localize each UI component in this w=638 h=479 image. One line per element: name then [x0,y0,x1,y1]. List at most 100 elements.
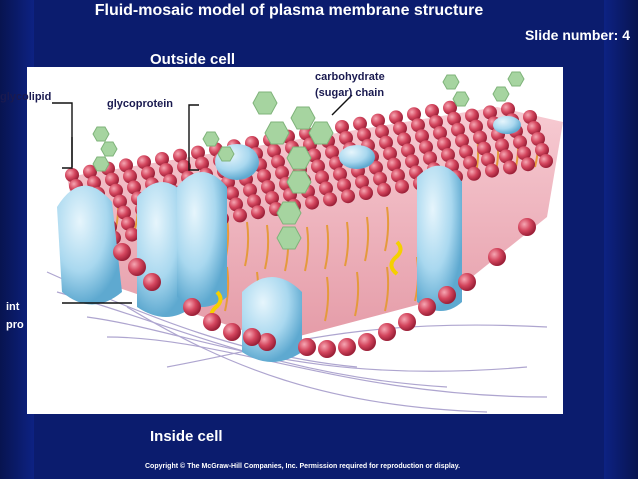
inner-phospholipid-head [223,323,241,341]
phospholipid-head [441,148,455,162]
phospholipid-head [433,126,447,140]
slide-title: Fluid-mosaic model of plasma membrane st… [94,2,484,19]
phospholipid-head [83,164,97,179]
phospholipid-head [119,158,133,173]
phospholipid-head [395,179,409,194]
phospholipid-head [535,143,549,157]
phospholipid-head [137,155,151,170]
phospholipid-head [539,154,553,168]
glycoprotein-label: glycoprotein [107,98,174,110]
phospholipid-head [229,197,243,212]
phospholipid-head [371,113,385,128]
phospholipid-head [247,194,261,209]
membrane-illustration [46,71,563,413]
carbohydrate-label-line2: (sugar) chain [315,87,385,99]
phospholipid-head [397,132,411,147]
phospholipid-head [463,155,477,170]
inner-phospholipid-head [128,258,146,276]
protein-surface-2 [339,145,375,169]
phospholipid-head [355,175,369,189]
phospholipid-head [401,143,415,158]
phospholipid-head [425,104,439,118]
phospholipid-head [415,129,429,144]
phospholipid-head [411,118,425,133]
phospholipid-head [405,154,419,169]
phospholipid-head [315,170,329,185]
phospholipid-head [105,172,119,187]
phospholipid-head [173,148,187,163]
phospholipid-head [481,152,495,167]
phospholipid-head [523,110,537,124]
inner-phospholipid-head [183,298,201,316]
phospholipid-head [459,144,473,159]
copyright-notice: Copyright © The McGraw-Hill Companies, I… [145,463,461,470]
phospholipid-head [109,183,123,198]
integral-protein-label: int pro [6,298,24,334]
phospholipid-head [353,116,367,131]
protein-left-3 [177,172,227,307]
phospholipid-head [121,216,135,231]
phospholipid-head [393,121,407,136]
inner-phospholipid-head [438,286,456,304]
phospholipid-head [495,138,509,153]
phospholipid-head [159,163,173,177]
phospholipid-head [359,186,373,200]
phospholipid-head [369,160,383,175]
phospholipid-head [311,159,325,174]
phospholipid-head [357,127,371,142]
phospholipid-head [423,151,437,166]
inner-phospholipid-head [203,313,221,331]
phospholipid-head [389,110,403,125]
inner-phospholipid-head [358,333,376,351]
phospholipid-head [243,183,257,198]
phospholipid-head [325,145,339,160]
phospholipid-head [265,191,279,205]
phospholipid-head [531,132,545,146]
phospholipid-head [443,100,457,115]
label-pointers [52,94,353,304]
phospholipid-head [455,133,469,148]
phospholipid-head [379,135,393,150]
phospholipid-head [127,180,141,195]
inner-phospholipid-head [518,218,536,236]
phospholipid-head [323,192,337,207]
phospholipid-head [499,149,513,164]
phospholipid-head [335,120,349,134]
inner-phospholipid-head [378,323,396,341]
phospholipid-head [419,140,433,155]
carbohydrate-pointer [331,94,353,116]
outside-cell-label: Outside cell [150,51,236,68]
phospholipid-head [191,145,205,160]
phospholipid-head [467,166,481,181]
glycoprotein-bracket [188,104,199,171]
phospholipid-head [473,130,487,145]
phospholipid-head [225,186,239,201]
phospholipid-head [245,136,259,150]
glycolipid-label: glycolipid [0,91,52,103]
carbohydrate-chains [92,71,525,250]
phospholipid-head [65,168,79,182]
slide-number: Slide number: 4 [524,27,630,43]
integral-label-line1: int [6,301,20,313]
phospholipid-head [407,107,421,122]
protein-surface-3 [493,116,521,134]
phospholipid-head [375,124,389,139]
integral-label-line2: pro [6,319,24,331]
inner-phospholipid-heads [113,218,536,358]
phospholipid-head [333,167,347,182]
phospholipid-head [521,157,535,172]
phospholipid-head [87,175,101,190]
phospholipid-head [447,111,461,126]
phospholipid-head [275,165,289,180]
phospholipid-head [305,195,319,210]
inner-phospholipid-head [113,243,131,261]
background-stripe-right [604,0,638,479]
inner-phospholipid-head [143,273,161,291]
phospholipid-head [503,160,517,175]
phospholipid-head [483,105,497,120]
phospholipid-head [123,169,137,184]
inner-phospholipid-head [298,338,316,356]
protein-right [417,165,462,311]
phospholipid-head [319,181,333,196]
inner-phospholipid-head [338,338,356,356]
